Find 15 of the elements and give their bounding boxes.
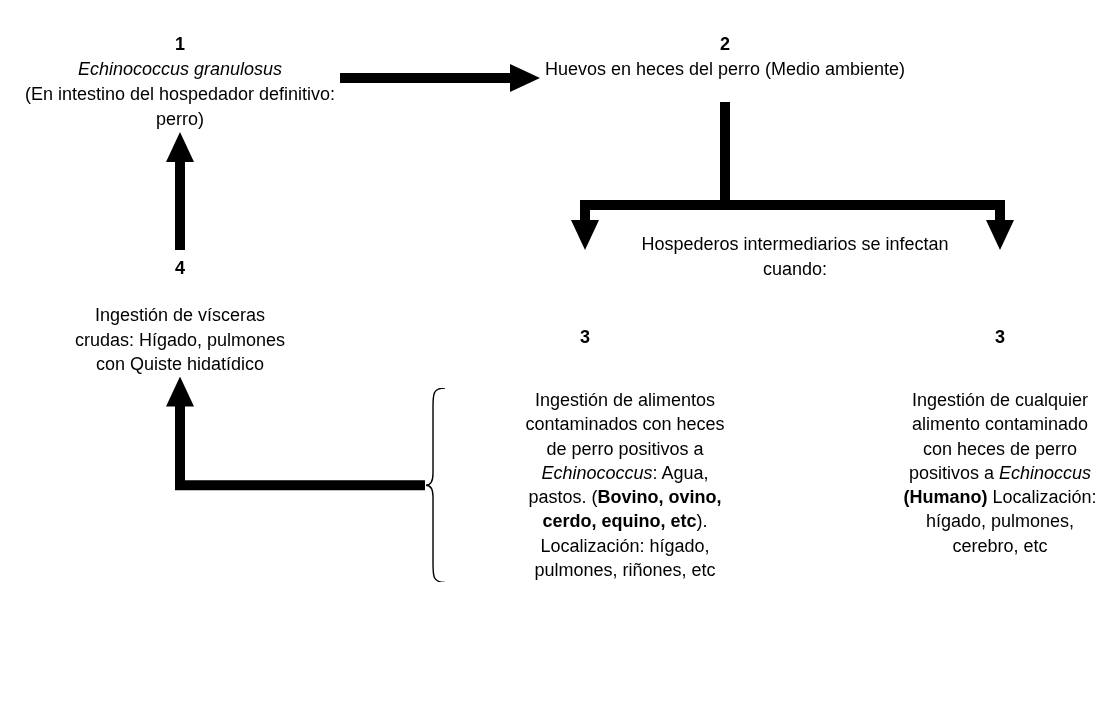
step-number: 3 bbox=[995, 326, 1005, 349]
arrow bbox=[166, 376, 425, 491]
step-number: 2 bbox=[720, 33, 730, 56]
step-number: 4 bbox=[175, 257, 185, 280]
step-text: Ingestión de cualquier alimento contaminado con heces de perro positivos a Echinoccus (Humano) Localización: hígado, pulmones, cerebro, etc bbox=[902, 389, 1098, 558]
step-number: 1 bbox=[175, 33, 185, 56]
step-text: Ingestión de vísceras crudas: Hígado, pulmones con Quiste hidatídico bbox=[73, 304, 287, 376]
step-text: Echinococcus granulosus bbox=[76, 58, 284, 81]
step-number: 3 bbox=[580, 326, 590, 349]
step-text: (En intestino del hospedador definitivo: perro) bbox=[23, 83, 337, 131]
step-text: Huevos en heces del perro (Medio ambiente) bbox=[543, 58, 907, 81]
step-text: Ingestión de alimentos contaminados con heces de perro positivos a Echinococcus: Agua, pastos. (Bovino, ovino, cerdo, equino, etc). Localización: hígado, pulmones, riñones, etc bbox=[525, 389, 725, 583]
arrow bbox=[166, 132, 194, 250]
arrow bbox=[340, 64, 540, 92]
caption-text: Hospederos intermediarios se infectan cuando: bbox=[640, 233, 950, 281]
